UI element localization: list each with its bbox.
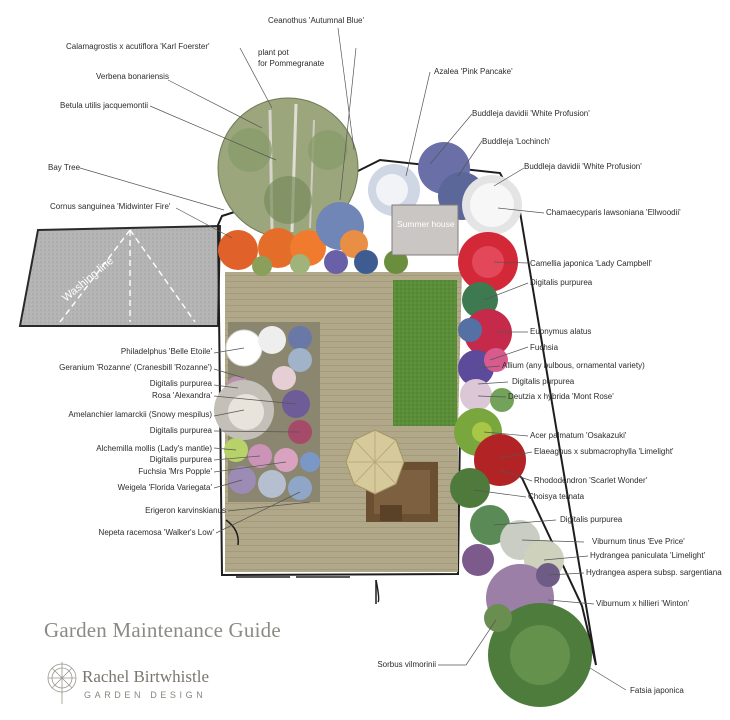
label-fuchsia-mrs-popple: Fuchsia 'Mrs Popple' (138, 467, 212, 476)
logo-subtitle: GARDEN DESIGN (84, 690, 207, 700)
label-erigeron: Erigeron karvinskianus (145, 506, 226, 515)
table-and-parasol (345, 429, 438, 522)
logo-name: Rachel Birtwhistle (82, 667, 210, 686)
label-pomegranate: for Pommegranate (258, 59, 325, 68)
label-hydrangea-aspera: Hydrangea aspera subsp. sargentiana (586, 568, 722, 577)
label-digitalis-2: Digitalis purpurea (512, 377, 575, 386)
label-verbena: Verbena bonariensis (96, 72, 169, 81)
label-azalea: Azalea 'Pink Pancake' (434, 67, 513, 76)
label-betula: Betula utilis jacquemontii (60, 101, 149, 110)
summer-house-label: Summer house (397, 219, 455, 229)
lawn (393, 280, 457, 426)
label-euonymus: Euonymus alatus (530, 327, 592, 336)
label-buddleja-lochinch: Buddleja 'Lochinch' (482, 137, 551, 146)
label-deutzia: Deutzia x hybrida 'Mont Rose' (508, 392, 614, 401)
label-amelanchier: Amelanchier lamarckii (Snowy mespilus) (68, 410, 212, 419)
label-geranium: Geranium 'Rozanne' (Cranesbill 'Rozanne'… (59, 363, 212, 372)
washing-line-area: Washing line (18, 224, 222, 327)
label-alchemilla: Alchemilla mollis (Lady's mantle) (96, 444, 212, 453)
label-chamaecyparis: Chamaecyparis lawsoniana 'Ellwoodii' (546, 208, 681, 217)
betula-tree (217, 97, 359, 239)
label-philadelphus: Philadelphus 'Belle Etoile' (120, 347, 212, 356)
right-border-plants (450, 232, 592, 707)
label-fuchsia: Fuchsia (530, 343, 559, 352)
label-digitalis-left-3: Digitalis purpurea (149, 455, 212, 464)
label-allium: Allium (any bulbous, ornamental variety) (502, 361, 645, 370)
label-choisya: Choisya ternata (528, 492, 585, 501)
label-viburnum-hillieri: Viburnum x hillieri 'Winton' (596, 599, 690, 608)
label-buddleja-white-1: Buddleja davidii 'White Profusion' (472, 109, 590, 118)
label-digitalis-left-2: Digitalis purpurea (149, 426, 212, 435)
label-rosa: Rosa 'Alexandra' (152, 391, 212, 400)
label-digitalis-1: Digitalis purpurea (530, 278, 593, 287)
label-camellia: Camellia japonica 'Lady Campbell' (530, 259, 652, 268)
label-viburnum-tinus: Viburnum tinus 'Eve Price' (592, 537, 685, 546)
label-fatsia: Fatsia japonica (630, 686, 684, 695)
label-digitalis-left-1: Digitalis purpurea (149, 379, 212, 388)
label-plant-pot: plant pot (258, 48, 289, 57)
label-weigela: Weigela 'Florida Variegata' (117, 483, 212, 492)
label-calamagrostis: Calamagrostis x acutiflora 'Karl Foerste… (66, 42, 210, 51)
label-buddleja-white-2: Buddleja davidii 'White Profusion' (524, 162, 642, 171)
summer-house: Summer house (391, 204, 459, 256)
label-ceanothus: Ceanothus 'Autumnal Blue' (268, 16, 365, 25)
label-cornus: Cornus sanguinea 'Midwinter Fire' (50, 202, 171, 211)
page-title: Garden Maintenance Guide (44, 618, 281, 642)
leader-lines (79, 27, 627, 691)
doors (225, 519, 380, 604)
label-acer: Acer palmatum 'Osakazuki' (530, 431, 627, 440)
label-digitalis-3: Digitalis purpurea (560, 515, 623, 524)
label-rhododendron: Rhododendron 'Scarlet Wonder' (534, 476, 648, 485)
top-border-plants (218, 142, 522, 276)
label-hydrangea-paniculata: Hydrangea paniculata 'Limelight' (590, 551, 706, 560)
label-elaeagnus: Elaeagnus x submacrophylla 'Limelight' (534, 447, 674, 456)
logo-mark-icon (47, 662, 77, 704)
label-sorbus: Sorbus vilmorinii (377, 660, 436, 669)
label-nepeta: Nepeta racemosa 'Walker's Low' (98, 528, 214, 537)
label-bay-tree: Bay Tree (48, 163, 81, 172)
